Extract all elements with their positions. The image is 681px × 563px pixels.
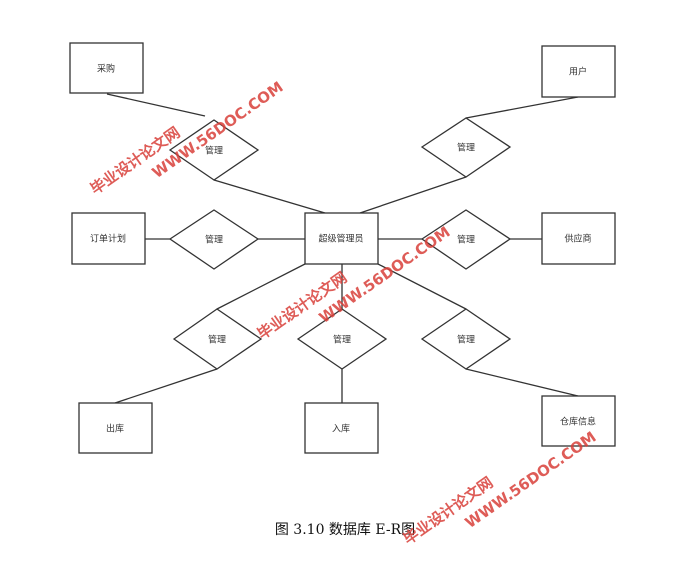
entity-order-plan: 订单计划: [71, 212, 146, 265]
line-purchase-rel: [106, 93, 206, 117]
entity-outbound: 出库: [78, 402, 153, 454]
line-rel-admin-tr: [359, 176, 467, 214]
entity-label: 订单计划: [90, 233, 126, 245]
relationship-manage-inbound: 管理: [296, 308, 388, 370]
watermark: 毕业设计论文网 WWW.56DOC.COM 毕业设计论文网 WWW.56DOC.…: [87, 78, 600, 548]
line-user-rel: [465, 96, 579, 119]
connectors: [106, 93, 579, 404]
entity-user: 用户: [541, 45, 616, 98]
relationship-label: 管理: [205, 234, 223, 246]
entity-label: 出库: [106, 423, 124, 435]
relationship-label: 管理: [208, 334, 226, 346]
figure-caption: 图 3.10 数据库 E-R图: [275, 522, 415, 538]
line-rel-outbound: [114, 368, 218, 404]
relationship-manage-warehouse: 管理: [420, 308, 512, 370]
entity-supplier: 供应商: [541, 212, 616, 265]
relationship-manage-user: 管理: [420, 117, 512, 178]
entity-label: 供应商: [564, 233, 591, 245]
line-rel-admin-tl: [213, 179, 326, 214]
relationship-label: 管理: [333, 334, 351, 346]
entity-label: 入库: [332, 423, 350, 435]
relationship-label: 管理: [205, 145, 223, 157]
line-admin-rel-bl: [216, 263, 306, 310]
relationship-label: 管理: [457, 142, 475, 154]
relationship-label: 管理: [457, 334, 475, 346]
line-rel-warehouse: [465, 368, 579, 397]
entity-warehouse-info: 仓库信息: [541, 395, 616, 447]
entity-label: 仓库信息: [560, 416, 596, 428]
relationship-manage-purchase: 管理: [168, 119, 260, 181]
relationship-manage-outbound: 管理: [172, 308, 263, 370]
entity-super-admin: 超级管理员: [304, 212, 379, 265]
relationship-manage-order: 管理: [168, 209, 260, 270]
relationship-label: 管理: [457, 234, 475, 246]
entity-label: 超级管理员: [318, 233, 363, 245]
entity-label: 用户: [569, 66, 587, 78]
entity-inbound: 入库: [304, 402, 379, 454]
entity-purchase: 采购: [69, 42, 144, 94]
line-admin-rel-br: [377, 263, 467, 310]
relationship-manage-supplier: 管理: [420, 209, 512, 270]
entity-label: 采购: [97, 63, 115, 75]
